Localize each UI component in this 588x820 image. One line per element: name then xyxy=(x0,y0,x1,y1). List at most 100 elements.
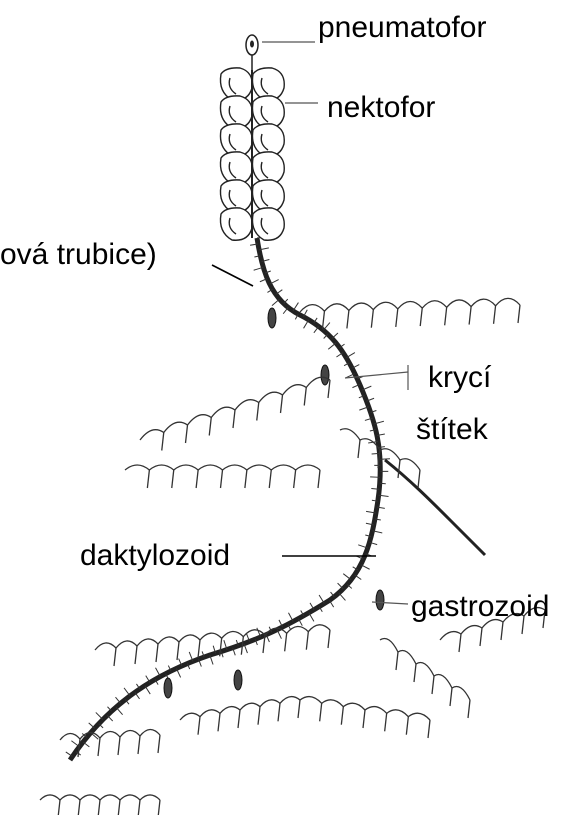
tentacle-filament xyxy=(406,717,408,735)
tentacle-filament xyxy=(469,307,471,325)
gastrozoid-blob xyxy=(234,670,242,690)
tentacle-filament xyxy=(221,470,223,488)
tentacle-filament xyxy=(138,800,140,815)
tentacle-filament xyxy=(281,395,283,413)
tentacle-filament xyxy=(162,433,164,451)
tentacle-filament xyxy=(278,703,280,721)
tentacle-filament xyxy=(396,309,398,327)
tentacle-filament xyxy=(468,700,470,718)
bract xyxy=(332,333,338,338)
bract xyxy=(96,712,103,719)
nectophore-bell xyxy=(252,208,284,240)
tentacle-scallop xyxy=(180,697,300,720)
bract xyxy=(116,707,123,715)
tentacle-filament xyxy=(114,648,116,666)
gastrozoid-blob xyxy=(164,678,172,698)
gastrozoid-blob xyxy=(376,590,384,610)
tentacle-filament xyxy=(186,425,188,443)
tentacle-filament xyxy=(363,710,365,728)
tentacle-filament xyxy=(480,628,482,646)
bract xyxy=(372,453,380,454)
tentacle-filament xyxy=(445,307,447,325)
tentacle-filament xyxy=(414,664,416,682)
tentacle-filament xyxy=(371,310,373,328)
tentacle-filament xyxy=(156,644,158,662)
tentacle-filament xyxy=(341,707,343,725)
label-kryci-line2: štítek xyxy=(416,415,488,445)
tentacle-filament xyxy=(218,713,220,731)
pneumatophore-float xyxy=(246,35,258,70)
tentacle-filament xyxy=(347,310,349,328)
nectophore-bell xyxy=(220,208,252,240)
tentacle-filament xyxy=(428,720,430,738)
tentacle-scallop xyxy=(40,795,160,800)
tentacle-filament xyxy=(233,410,235,428)
tentacle-filament xyxy=(358,440,360,458)
tentacle-filament xyxy=(198,640,200,658)
tentacle-filament xyxy=(118,800,120,815)
tentacle-filament xyxy=(398,460,400,478)
stem-bracts xyxy=(66,237,390,756)
bract xyxy=(107,715,113,721)
main-stem xyxy=(70,238,380,760)
tentacle-filament xyxy=(238,710,240,728)
tentacle-scallop xyxy=(60,729,160,740)
tentacle-filament xyxy=(396,652,398,670)
bract xyxy=(338,583,344,589)
bract xyxy=(272,299,280,306)
tentacle-filament xyxy=(459,634,461,652)
bract xyxy=(339,593,346,601)
tentacle-filament xyxy=(257,403,259,421)
tentacle-filament xyxy=(98,800,100,815)
tentacle-filament xyxy=(58,800,60,815)
tentacle-filament xyxy=(318,470,320,488)
tentacle-filament xyxy=(328,380,330,398)
tentacle-filament xyxy=(196,470,198,488)
tentacle-filament xyxy=(518,305,520,323)
tentacle-filament xyxy=(198,717,200,735)
bract xyxy=(124,688,130,696)
tentacle-scallop xyxy=(95,635,200,650)
bract xyxy=(343,574,351,580)
label-daktylozoid: daktylozoid xyxy=(80,541,230,571)
label-gastrozoid: gastrozoid xyxy=(411,592,549,622)
tentacle-filament xyxy=(306,632,308,650)
tentacle-scallop xyxy=(300,298,520,312)
tentacle-filament xyxy=(294,470,296,488)
tentacle-filament xyxy=(118,737,120,755)
tentacle-filament xyxy=(258,707,260,725)
tentacle-filament xyxy=(172,470,174,488)
tentacle-filament xyxy=(158,735,160,753)
tentacle-filament xyxy=(320,703,322,721)
gastrozoid-blob xyxy=(321,365,329,385)
tentacle-filament xyxy=(177,642,179,660)
tentacle-filament xyxy=(78,800,80,815)
branch-tentacle xyxy=(385,460,485,555)
tentacle-filament xyxy=(420,308,422,326)
tentacle-filament xyxy=(135,646,137,664)
bract xyxy=(145,686,150,694)
tentacle-filament xyxy=(285,633,287,651)
leader-stem xyxy=(212,265,253,286)
gastrozoid-blob xyxy=(268,308,276,328)
tentacle-filament xyxy=(432,676,434,694)
label-nektofor: nektofor xyxy=(327,93,435,123)
bract xyxy=(380,459,390,460)
tentacle-filament xyxy=(494,306,496,324)
tentacle-filament xyxy=(138,736,140,754)
tentacle-filament xyxy=(418,470,420,488)
tentacle-filament xyxy=(245,470,247,488)
bract xyxy=(293,303,298,311)
tentacle-filament xyxy=(501,622,503,640)
bract xyxy=(323,323,329,331)
tentacle-filament xyxy=(158,800,160,815)
label-stem: ová trubice) xyxy=(0,240,157,270)
tentacle-filament xyxy=(298,700,300,718)
label-pneumatofor: pneumatofor xyxy=(318,13,486,43)
tentacle-scallop xyxy=(300,697,430,720)
tentacle-filament xyxy=(304,388,306,406)
tentacle-filament xyxy=(147,470,149,488)
tentacle-filament xyxy=(385,713,387,731)
tentacle-filament xyxy=(269,470,271,488)
tentacle-filament xyxy=(209,418,211,436)
